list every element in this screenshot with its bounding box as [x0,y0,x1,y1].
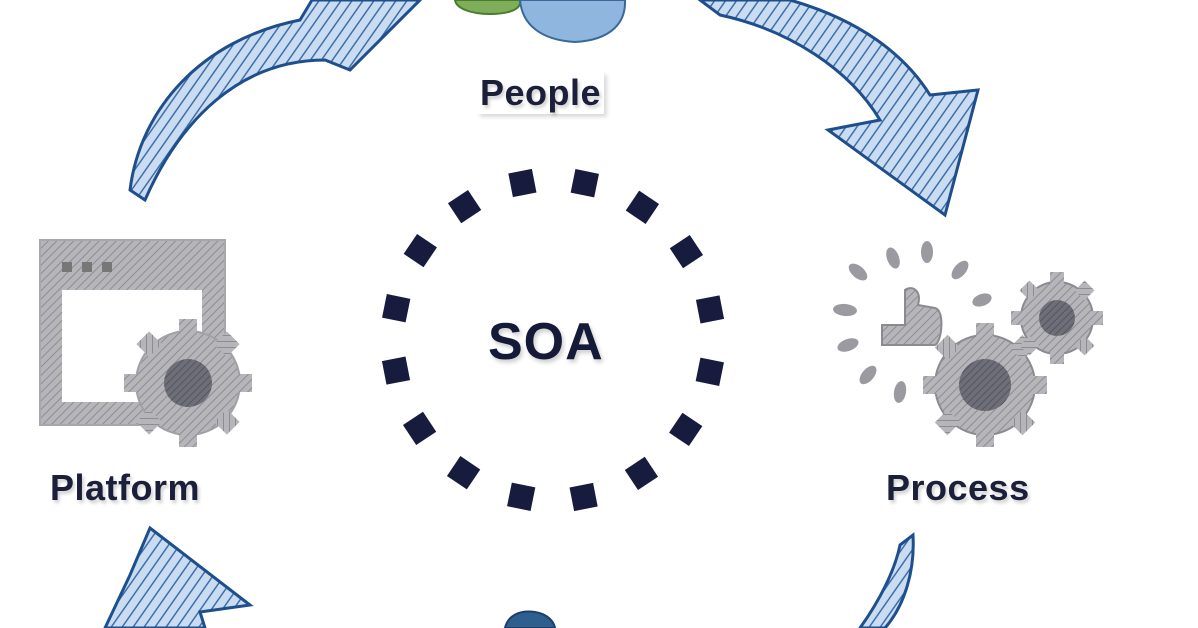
ring-dot [625,190,660,224]
ring-dot [381,356,411,385]
ring-dot [447,189,482,224]
ring-dot [507,482,536,511]
ring-dot [695,357,724,386]
node-label-platform: Platform [50,467,201,508]
process-gears-icon [833,241,1103,447]
arrow-bottom-to-platform [103,525,254,628]
arrow-platform-to-people [128,0,423,203]
node-label-people: People [477,72,605,114]
arrow-process-to-bottom [858,532,915,628]
ring-dot [402,411,437,446]
ring-dot [382,294,411,323]
ring-dot [570,169,599,198]
ring-dot [695,295,725,324]
ring-dot [669,234,704,269]
ring-dot [569,482,598,512]
bottom-node-icon [503,610,557,628]
people-icon [453,0,627,44]
ring-dot [624,456,659,491]
ring-dot [446,456,481,490]
soa-dotted-ring [381,168,725,512]
ring-dot [403,233,437,268]
node-label-process: Process [886,467,1030,508]
ring-dot [508,168,537,198]
ring-dot [669,412,703,447]
platform-window-gear-icon [39,239,252,447]
center-label-soa: SOA [488,313,604,371]
arrow-people-to-process [697,0,981,218]
